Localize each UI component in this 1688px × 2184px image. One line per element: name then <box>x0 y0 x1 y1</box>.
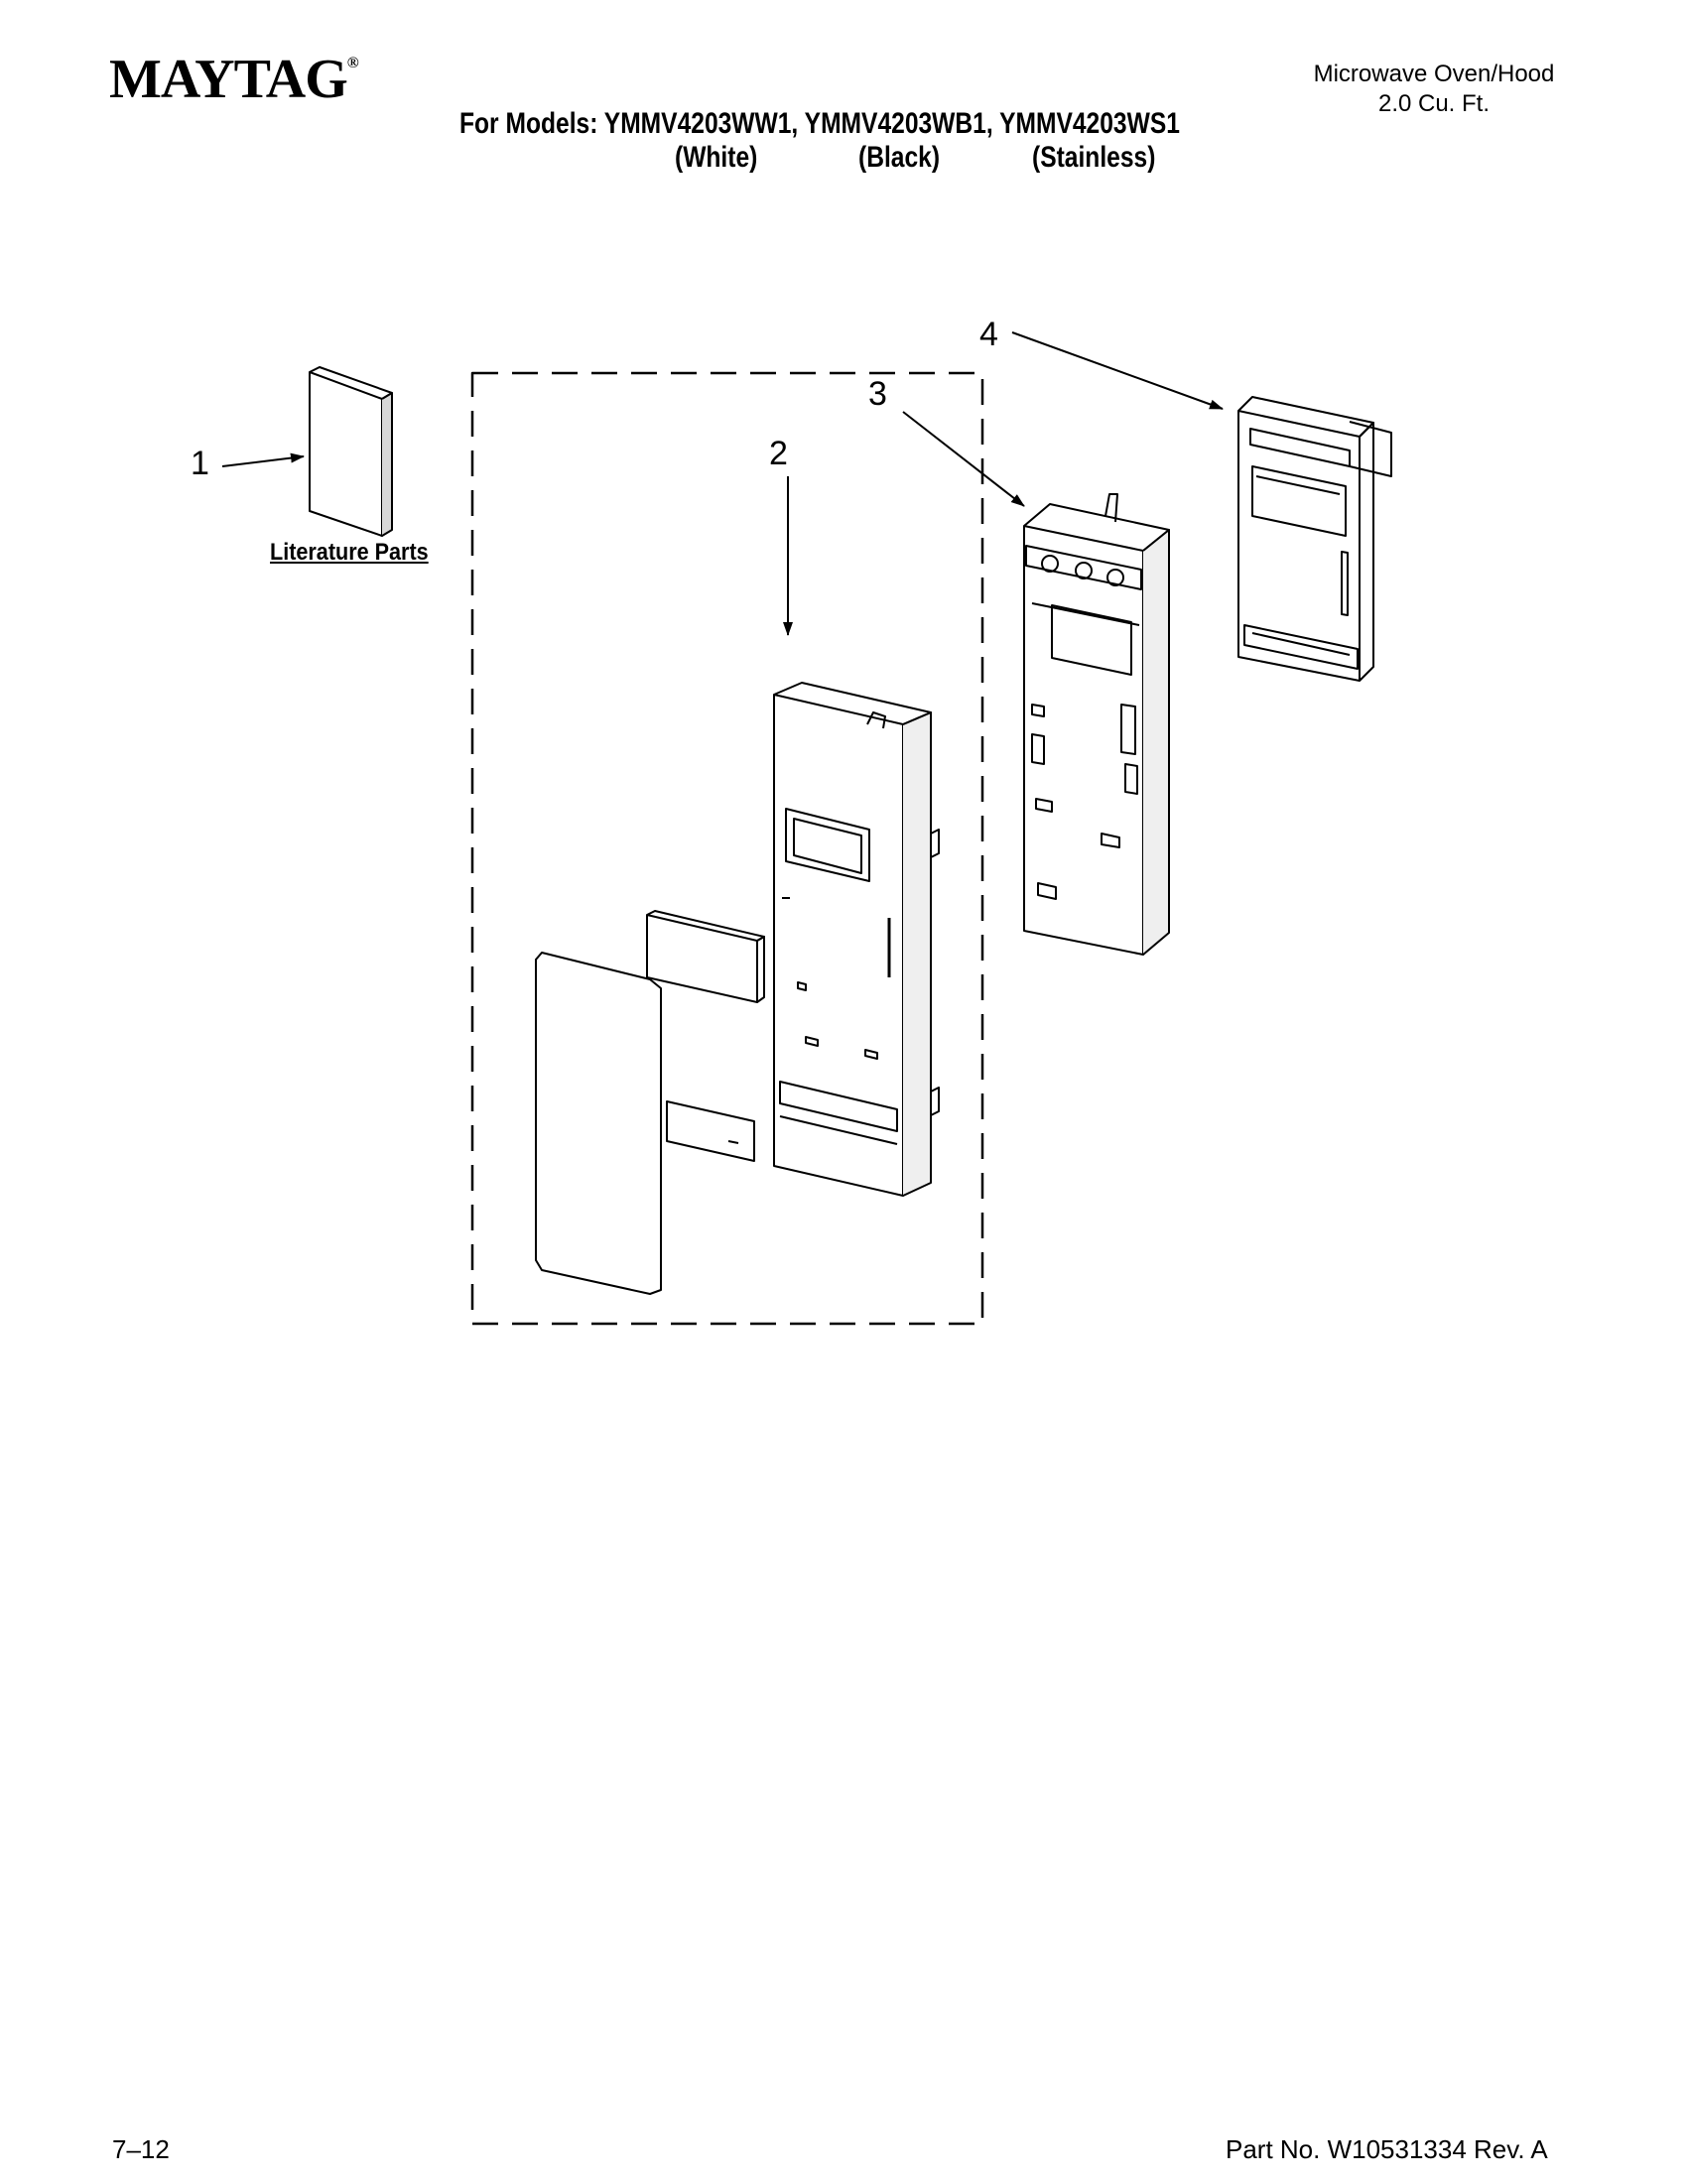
part-2-group-boundary <box>470 371 984 1326</box>
registered-mark: ® <box>346 55 359 71</box>
callout-3-leader <box>902 411 1025 507</box>
touchpad-overlay <box>535 952 662 1295</box>
mounting-bracket-part <box>1023 493 1170 956</box>
models-line: For Models: YMMV4203WW1, YMMV4203WB1, YM… <box>459 107 1180 140</box>
brand-name: MAYTAG <box>109 49 348 110</box>
variant-black: (Black) <box>858 141 941 174</box>
callout-2: 2 <box>769 435 788 472</box>
brand-logo: MAYTAG® <box>109 49 359 110</box>
page-number: 7–12 <box>112 2134 170 2164</box>
callout-4: 4 <box>979 316 998 353</box>
product-type: Microwave Oven/Hood 2.0 Cu. Ft. <box>1300 60 1568 119</box>
literature-parts-label: Literature Parts <box>270 539 429 566</box>
literature-booklet-part <box>309 366 393 537</box>
label-plate <box>666 1100 755 1162</box>
callout-3: 3 <box>868 375 887 413</box>
variant-stainless: (Stainless) <box>1032 141 1156 174</box>
product-type-line-1: Microwave Oven/Hood <box>1313 61 1555 87</box>
callout-4-leader <box>1011 331 1224 410</box>
product-type-line-2: 2.0 Cu. Ft. <box>1377 90 1491 117</box>
callout-1-leader <box>221 452 305 467</box>
control-panel-frame <box>773 682 940 1197</box>
window-insert <box>646 910 765 1003</box>
control-board-part <box>1237 396 1392 682</box>
callout-1: 1 <box>191 445 209 482</box>
part-number: Part No. W10531334 Rev. A <box>1226 2134 1548 2164</box>
variant-white: (White) <box>675 141 758 174</box>
